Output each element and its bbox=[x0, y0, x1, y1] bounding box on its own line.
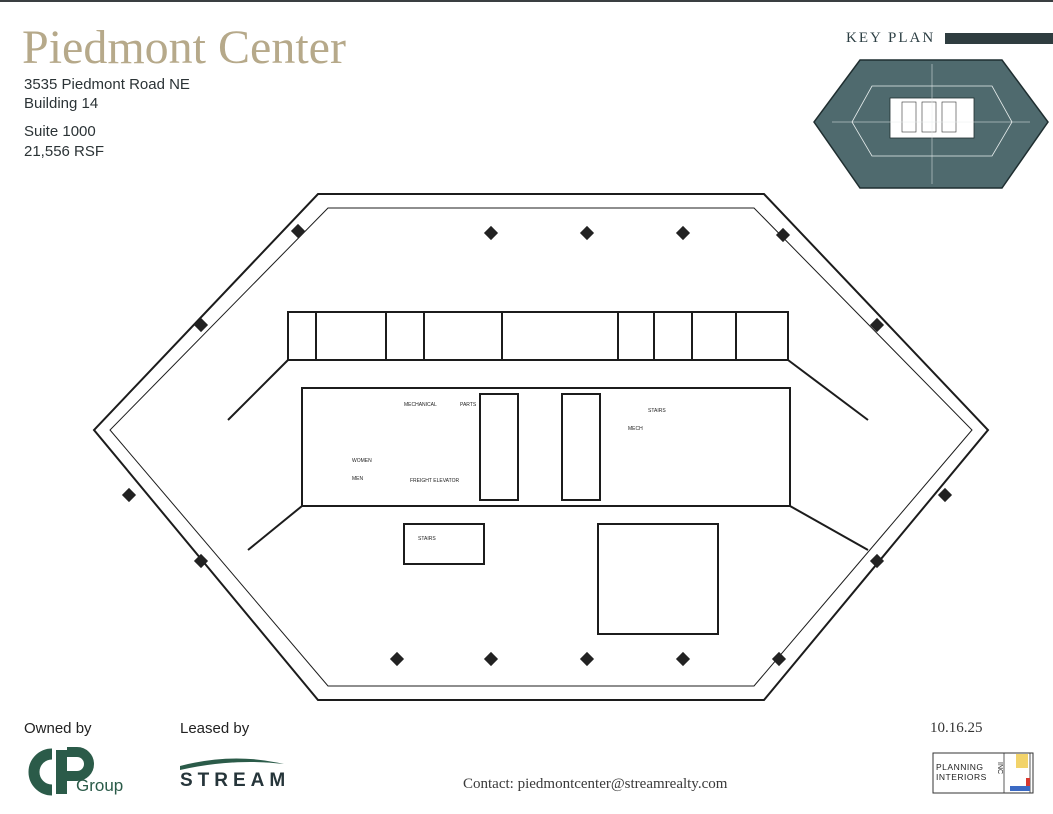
leased-by-label: Leased by bbox=[180, 720, 250, 737]
cp-group-logo bbox=[28, 747, 94, 796]
room-label: MEN bbox=[352, 476, 364, 482]
stream-logo-swoosh bbox=[180, 758, 284, 770]
room-label: MECHANICAL bbox=[404, 402, 437, 408]
contact-email: Contact: piedmontcenter@streamrealty.com bbox=[463, 776, 728, 792]
cp-group-wordmark: Group bbox=[76, 776, 124, 795]
room-label: FREIGHT ELEVATOR bbox=[410, 478, 459, 484]
planning-interiors-inc: INC bbox=[996, 762, 1003, 775]
room-label: STAIRS bbox=[648, 408, 666, 414]
room-label: STAIRS bbox=[418, 536, 436, 542]
address: 3535 Piedmont Road NE bbox=[24, 76, 190, 93]
rentable-area: 21,556 RSF bbox=[24, 143, 105, 160]
document-date: 10.16.25 bbox=[930, 720, 983, 736]
room-label: WOMEN bbox=[352, 458, 372, 464]
key-plan-label: KEY PLAN bbox=[846, 30, 936, 46]
planning-interiors-wordmark: PLANNING INTERIORS bbox=[936, 762, 987, 782]
building-name: Building 14 bbox=[24, 95, 99, 112]
room-label: MECH bbox=[628, 426, 643, 432]
suite-number: Suite 1000 bbox=[24, 123, 96, 140]
page-title: Piedmont Center bbox=[22, 21, 346, 74]
stream-logo: STREAM bbox=[180, 770, 291, 791]
room-label: PARTS bbox=[460, 402, 477, 408]
owned-by-label: Owned by bbox=[24, 720, 92, 737]
key-plan-bar bbox=[945, 33, 1053, 44]
key-plan-map bbox=[813, 59, 1049, 189]
top-border bbox=[0, 0, 1053, 2]
planning-interiors-logo bbox=[932, 752, 1034, 794]
floor-plan: MECHANICAL PARTS STAIRS WOMEN MEN FREIGHT ELE… bbox=[92, 193, 990, 701]
